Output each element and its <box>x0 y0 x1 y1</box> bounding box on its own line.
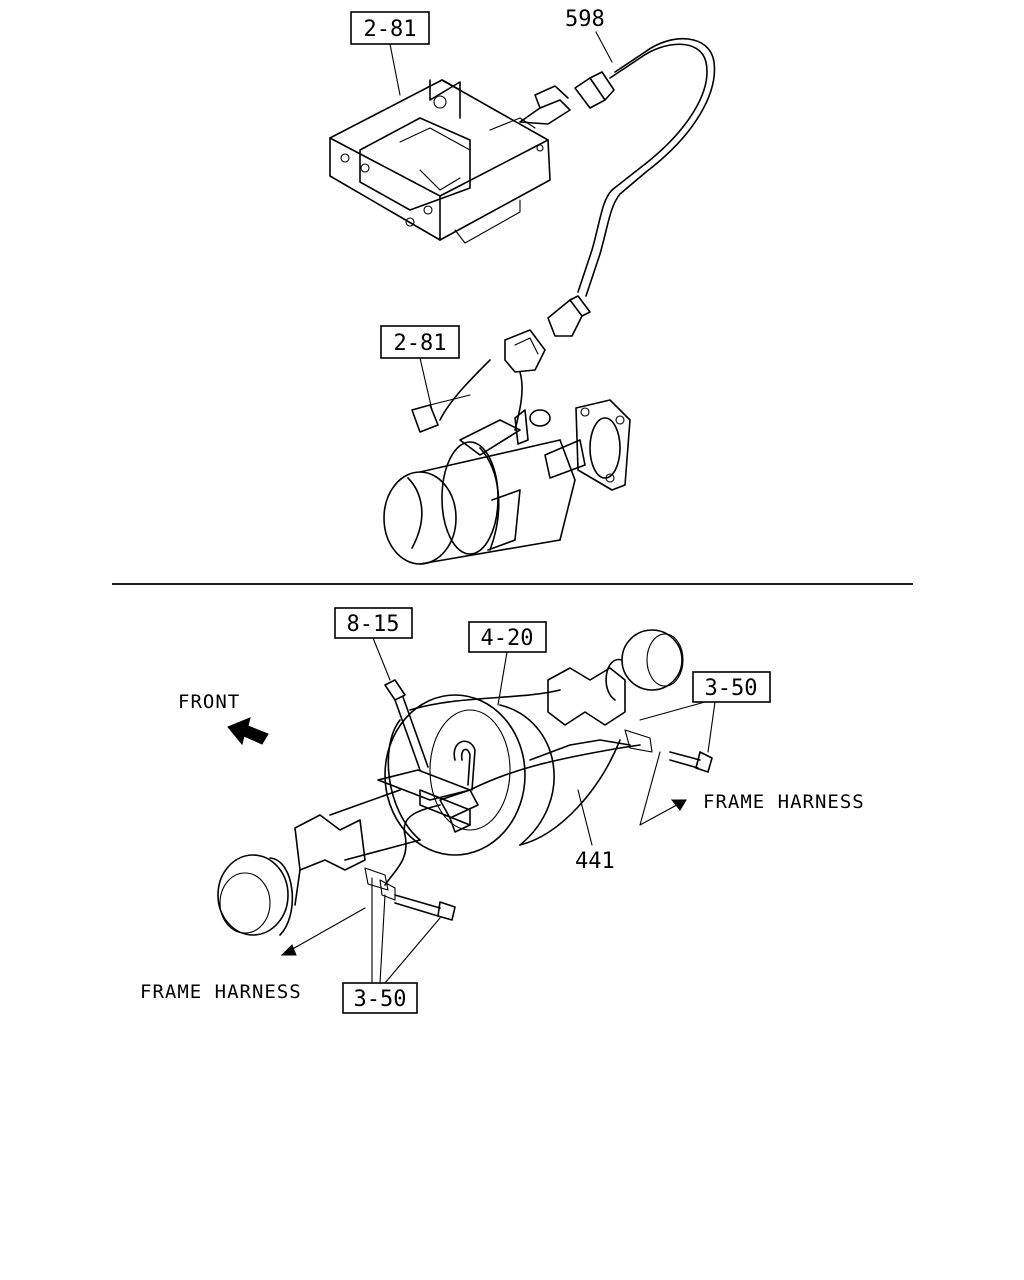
part-number-441: 441 <box>575 849 615 874</box>
leader-line <box>595 31 613 63</box>
ref-box-3-50-left-label: 3-50 <box>354 987 407 1012</box>
frame-harness-right-leader <box>639 751 687 826</box>
ref-box-2-81-middle[interactable]: 2-81 <box>380 325 460 359</box>
leader-line <box>419 357 433 411</box>
top-assembly: 2-81 598 <box>329 7 716 565</box>
ref-box-8-15-label: 8-15 <box>347 612 400 637</box>
left-connector <box>364 867 389 891</box>
leader-line <box>389 43 401 96</box>
leader-line <box>577 789 593 846</box>
connector-top <box>519 71 615 125</box>
frame-harness-left-label: FRAME HARNESS <box>140 981 302 1003</box>
ref-box-3-50-left[interactable]: 3-50 <box>342 982 418 1014</box>
front-label: FRONT <box>178 691 240 713</box>
ref-box-8-15[interactable]: 8-15 <box>334 607 413 639</box>
connector-lower <box>547 295 591 337</box>
sensor-clip <box>439 740 479 833</box>
leader-line <box>497 651 508 706</box>
ref-box-3-50-right-label: 3-50 <box>705 676 758 701</box>
ref-box-4-20-label: 4-20 <box>481 626 534 651</box>
harness-598-cable-inner <box>585 38 716 297</box>
ref-box-2-81-top-label: 2-81 <box>364 17 417 42</box>
frame-harness-right-label: FRAME HARNESS <box>703 791 865 813</box>
motor-pump-assembly <box>383 329 631 565</box>
bottom-assembly: 8-15 4-20 3-50 FRONT FRAME HARNESS <box>140 607 865 1014</box>
right-connector <box>624 729 653 753</box>
leader-line <box>379 894 386 984</box>
left-clip <box>379 879 396 901</box>
harness-441-cable-left <box>384 804 441 886</box>
ref-box-2-81-top[interactable]: 2-81 <box>350 11 430 45</box>
leader-line <box>372 637 391 681</box>
ref-box-3-50-right[interactable]: 3-50 <box>692 671 771 703</box>
part-number-598: 598 <box>565 7 605 32</box>
harness-598-cable <box>577 43 708 293</box>
bolt-8-15 <box>384 679 429 771</box>
front-arrow-icon <box>227 717 269 746</box>
harness-441-cable <box>469 744 641 791</box>
ref-box-2-81-middle-label: 2-81 <box>394 331 447 356</box>
axle-housing <box>217 629 684 936</box>
bolt-right <box>669 751 713 773</box>
leader-line <box>639 701 706 721</box>
bolt-left <box>394 894 456 921</box>
arrow-head-icon <box>280 944 297 956</box>
leader-line <box>384 917 441 984</box>
frame-harness-left-leader <box>281 907 366 956</box>
control-unit-bracket <box>329 79 551 244</box>
arrow-head-icon <box>670 799 687 811</box>
ref-box-4-20[interactable]: 4-20 <box>468 621 547 653</box>
leader-line <box>707 701 716 753</box>
